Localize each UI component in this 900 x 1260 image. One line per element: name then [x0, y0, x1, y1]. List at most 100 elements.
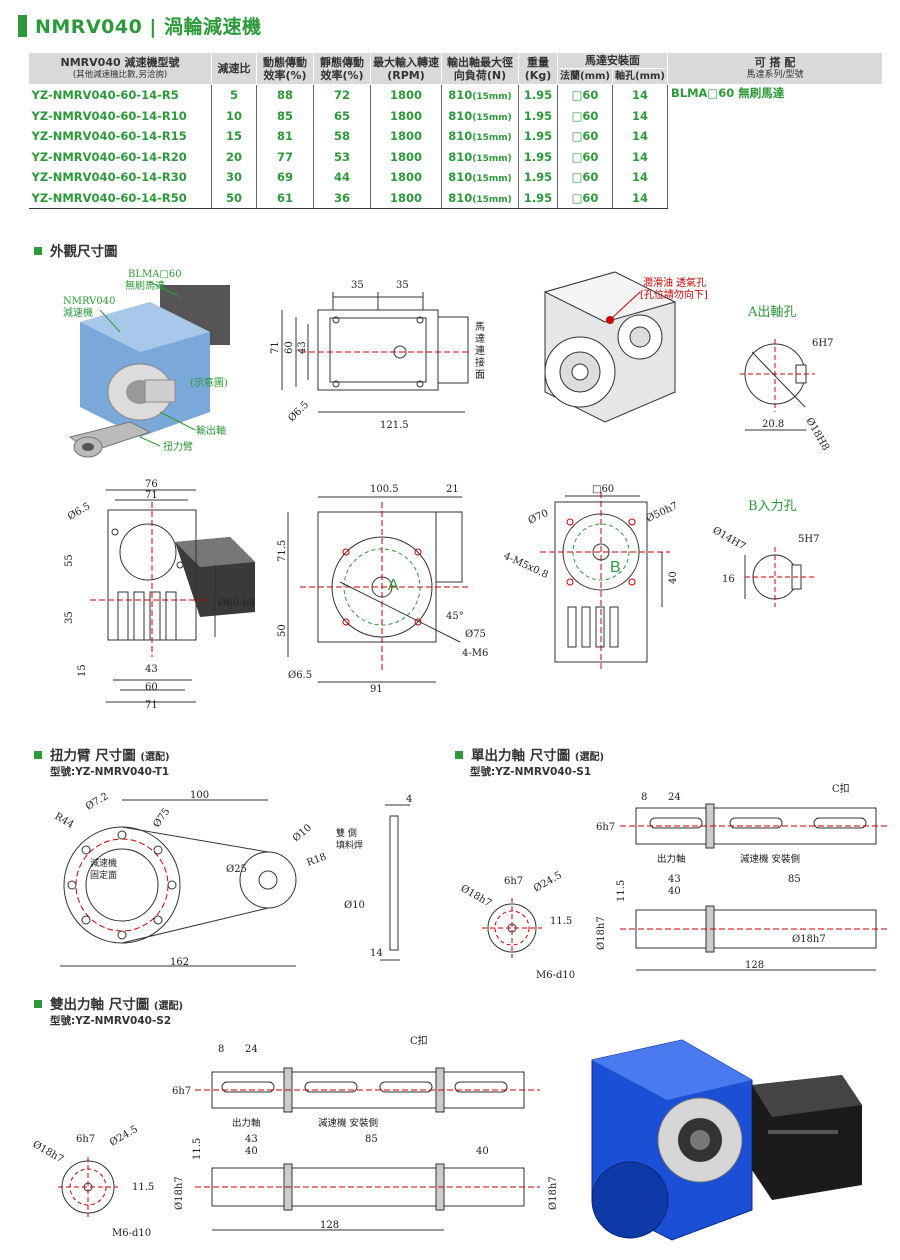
th-compat: 可 搭 配馬達系列/型號 [667, 52, 883, 85]
dim-sc: C扣 [832, 782, 850, 795]
cell-radial: 810(15mm) [441, 146, 519, 167]
cell-weight: 1.95 [518, 167, 558, 188]
dim-40: 40 [668, 571, 679, 584]
label-b-hole: B入力孔 [748, 499, 797, 514]
cell-model: YZ-NMRV040-60-14-R10 [28, 105, 212, 126]
outline-drawings: BLMA□60 無刷馬達 NMRV040 減速機 (示意圖) 輸出軸 扭力臂 3… [63, 269, 833, 711]
dim-d24: 24 [245, 1044, 258, 1055]
dim-r18: R18 [305, 852, 328, 869]
dim-43: 43 [297, 341, 308, 354]
dim-16: 16 [722, 574, 735, 585]
cell-radial: 810(15mm) [441, 105, 519, 126]
callout-torque-arm: 扭力臂 [163, 440, 193, 453]
cell-model: YZ-NMRV040-60-14-R50 [28, 187, 212, 209]
cell-hole: 14 [612, 146, 668, 167]
dim-s6h7b: 6h7 [504, 876, 523, 887]
dim-6-5c: Ø6.5 [288, 670, 312, 681]
dim-d40: 40 [245, 1146, 258, 1157]
torque-arm-drawing [60, 799, 410, 967]
dim-s11-5b: 11.5 [550, 916, 572, 927]
svg-text:接: 接 [475, 356, 485, 369]
th-max-radial: 輸出軸最大徑向負荷(N) [441, 52, 519, 85]
th-shaft-hole: 軸孔(mm) [612, 68, 668, 85]
cell-flange: □60 [557, 167, 613, 188]
dim-s18h7: Ø18h7 [596, 916, 607, 950]
cell-rpm: 1800 [370, 167, 442, 188]
cell-sta-eff: 44 [313, 167, 371, 188]
dim-s18h7c: Ø18h7 [459, 883, 494, 909]
cell-model: YZ-NMRV040-60-14-R15 [28, 126, 212, 147]
dim-75: Ø75 [465, 629, 486, 640]
dim-60b: 60 [145, 682, 158, 693]
dim-71c: 71 [145, 700, 158, 711]
b-hole-view [744, 547, 815, 607]
dim-7-2: Ø7.2 [84, 791, 110, 813]
callout-reducer: NMRV040 [63, 296, 115, 307]
cell-hole: 14 [612, 105, 668, 126]
callout-reducer2: 減速機 [63, 306, 93, 319]
dim-sq60: □60 [592, 484, 614, 495]
iso-view [543, 271, 677, 423]
dim-15: 15 [77, 664, 88, 677]
section-single-shaft: 單出力軸 尺寸圖 (選配) [455, 744, 604, 764]
a-hole-view [740, 339, 815, 431]
cell-rpm: 1800 [370, 146, 442, 167]
cell-weight: 1.95 [518, 126, 558, 147]
dim-100: 100 [190, 790, 209, 801]
th-max-input: 最大輸入轉速(RPM) [370, 52, 442, 85]
callout-output-shaft: 輸出軸 [196, 424, 226, 437]
label-d-out-shaft: 出力軸 [232, 1117, 261, 1129]
section-outline: 外觀尺寸圖 [34, 240, 118, 260]
motor-connect-label: 馬 達 連 接 面 [475, 321, 485, 381]
dim-s8: 8 [641, 792, 647, 803]
svg-text:連: 連 [475, 344, 485, 357]
dim-s11-5: 11.5 [616, 880, 627, 902]
th-ratio: 減速比 [211, 52, 257, 85]
dim-s128: 128 [745, 960, 764, 971]
section-double-shaft: 雙出力軸 尺寸圖 (選配) [34, 993, 183, 1013]
cell-rpm: 1800 [370, 84, 442, 106]
dim-4-m5: 4-M5x0.8 [502, 551, 550, 581]
dim-25: Ø25 [226, 864, 247, 875]
cell-compat: BLMA□60 無刷馬達 [671, 86, 785, 100]
dim-10: Ø10 [291, 822, 314, 844]
dim-d8: 8 [218, 1044, 224, 1055]
cell-flange: □60 [557, 84, 613, 106]
dim-d11-5b: 11.5 [132, 1182, 154, 1193]
dim-121-5: 121.5 [380, 420, 409, 431]
title-accent-bar [18, 14, 27, 37]
dim-d43: 43 [245, 1134, 258, 1145]
dim-d6h7b: 6h7 [76, 1134, 95, 1145]
dim-162: 162 [170, 957, 189, 968]
cell-rpm: 1800 [370, 187, 442, 209]
dim-60h8: Ø60 h8 [218, 598, 255, 609]
cell-flange: □60 [557, 187, 613, 209]
front-view [90, 489, 216, 703]
single-shaft-model: 型號:YZ-NMRV040-S1 [470, 766, 592, 778]
cell-ratio: 15 [211, 126, 257, 147]
cell-weight: 1.95 [518, 105, 558, 126]
th-weight: 重量(Kg) [518, 52, 558, 85]
cell-sta-eff: 36 [313, 187, 371, 209]
th-model: NMRV040 減速機型號(其他減速機比數,另洽詢) [28, 52, 212, 85]
dim-5h7: 5H7 [798, 534, 819, 545]
cell-radial: 810(15mm) [441, 126, 519, 147]
cell-dyn-eff: 81 [256, 126, 314, 147]
product-photo [591, 1039, 862, 1241]
side-view [281, 292, 470, 413]
single-shaft-drawing [482, 803, 890, 971]
label-a-hole: A出軸孔 [747, 305, 796, 320]
dim-d24-5: Ø24.5 [108, 1124, 140, 1149]
cell-flange: □60 [557, 126, 613, 147]
callout-lube: 潤滑油 透氣孔 [643, 276, 706, 289]
cell-ratio: 50 [211, 187, 257, 209]
svg-text:面: 面 [475, 370, 485, 381]
dim-75b: Ø75 [151, 806, 172, 829]
section-torque-arm: 扭力臂 尺寸圖 (選配) [34, 744, 170, 764]
dim-r44: R44 [53, 811, 76, 831]
dim-6h7: 6H7 [812, 338, 833, 349]
